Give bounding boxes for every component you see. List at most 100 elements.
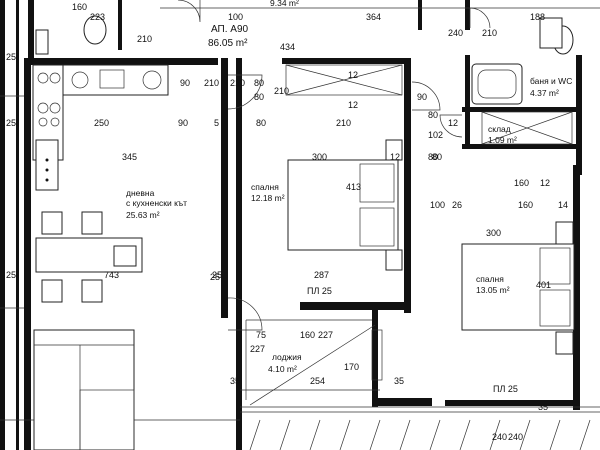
dimension: 80 [254,78,264,88]
dimension: 80 [428,152,438,162]
dimension: 210 [336,118,351,128]
dimension: 743 [104,270,119,280]
wall-top-mid [418,0,422,30]
dimension: 210 [274,86,289,96]
dimension: 240 [448,28,463,38]
loggia-diagonal [249,324,376,406]
wall-bedroom1-bottom [300,302,410,310]
dimension: 25 [6,270,16,280]
dimension: 210 [230,78,245,88]
dimension: 240 [492,432,507,442]
dimension: 12 [348,70,358,80]
bathtub [471,63,523,105]
wall-right [573,165,580,410]
dimension: 25 [6,52,16,62]
dimension: 413 [346,182,361,192]
door-swing-1 [227,74,263,110]
dimension: 90 [180,78,190,88]
room-area-bath: 4.37 m² [530,88,559,98]
wall-corridor-right [236,58,242,450]
dimension: 287 [314,270,329,280]
room-area-storage: 1.09 m² [488,135,517,145]
dimension: 5 [214,118,219,128]
dimension: 80 [254,92,264,102]
dimension: 210 [137,34,152,44]
door-swing-2 [227,297,263,331]
room-name-storage: склад [488,124,511,134]
dimension: 345 [122,152,137,162]
dimension: 12 [390,152,400,162]
chair [81,211,103,235]
dimension: 75 [256,330,266,340]
room-name-living-1: дневна [126,188,155,198]
chair [113,245,137,267]
dimension: 80 [256,118,266,128]
room-area-bedroom2: 13.05 m² [476,285,510,295]
dimension: 26 [452,200,462,210]
dimension: 300 [312,152,327,162]
bed-1 [287,159,399,251]
wall-bedroom1-right [404,58,411,313]
wall-wc-right [118,0,122,50]
label-pl-1: ПЛ 25 [307,286,332,296]
room-name-loggia: лоджия [272,352,302,362]
dimension: 227 [318,330,333,340]
dimension: 170 [344,362,359,372]
dimension: 12 [348,100,358,110]
room-name-bath: баня и WC [530,76,572,86]
wall-top-fragment [28,0,34,58]
wall-bath-left [465,55,470,145]
dimension: 160 [518,200,533,210]
storage-shelves [481,111,573,145]
dimension: 223 [90,12,105,22]
dimension: 188 [530,12,545,22]
bed-2 [461,243,575,331]
top-fragment-area: 9.34 m² [270,0,299,8]
chair [41,279,63,303]
dimension: 25 [6,118,16,128]
dimension: 227 [250,344,265,354]
wall-far-left [0,0,5,450]
chair [41,211,63,235]
dimension: 25 [212,270,222,280]
dimension: 12 [448,118,458,128]
apartment-title: АП. А90 [211,24,249,35]
dimension: 80 [432,152,442,162]
wall-top-left [28,58,218,65]
wall-living-bedroom1 [221,58,228,318]
dimension: 12 [540,178,550,188]
facade-hatch [249,419,591,450]
dimension: 300 [486,228,501,238]
dimension: 210 [204,78,219,88]
wall-left-inner [16,0,19,450]
toilet-top [83,15,107,45]
chair [81,279,103,303]
label-pl-2: ПЛ 25 [493,384,518,394]
dimension: 254 [310,376,325,386]
dimension: 100 [228,12,243,22]
dimension: 80 [428,110,438,120]
dimension: 25 [210,272,220,282]
wall-top-right [465,0,470,30]
dimension: 35 [230,376,240,386]
wall-loggia-right [372,302,378,407]
dimension: 240 [508,432,523,442]
dimension: 102 [428,130,443,140]
room-area-living: 25.63 m² [126,210,160,220]
dimension: 434 [280,42,295,52]
door-swing-4 [439,114,463,138]
dimension: 210 [482,28,497,38]
room-name-bedroom2: спалня [476,274,504,284]
wall-bath-bottom [462,107,580,112]
wall-bedroom2-bottom [445,400,580,406]
apartment-area: 86.05 m² [208,38,248,49]
dimension: 160 [514,178,529,188]
room-name-living-2: с кухненски кът [126,198,187,208]
wall-storage-bottom [462,144,580,149]
dimension: 100 [430,200,445,210]
dimension: 90 [417,92,427,102]
dimension: 401 [536,280,551,290]
wall-loggia-bottom [372,398,432,406]
wall-left [24,58,31,450]
